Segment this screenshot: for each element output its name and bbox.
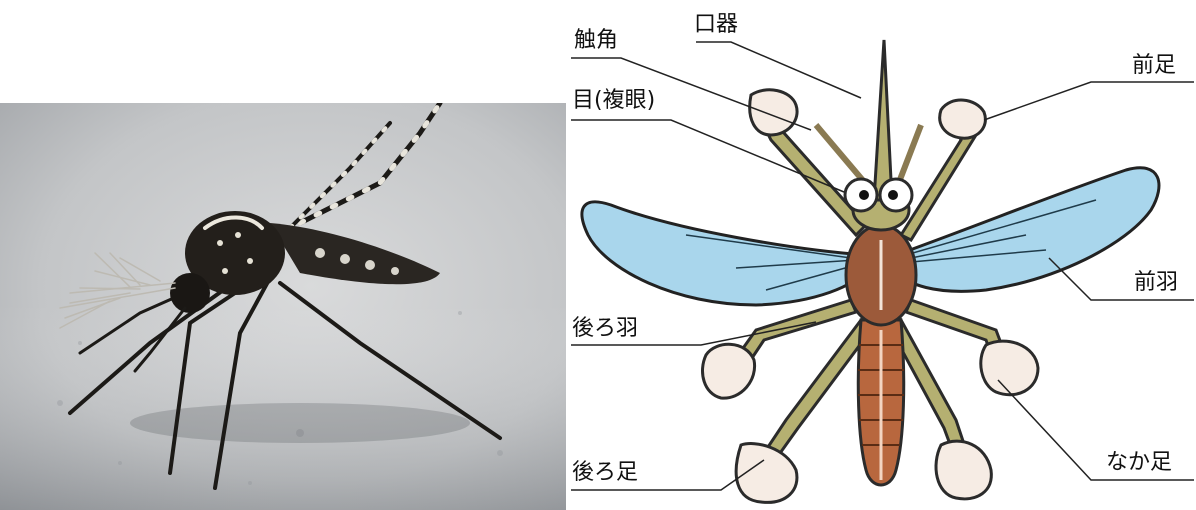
leader-front-leg xyxy=(984,82,1194,120)
left-front-glove xyxy=(750,90,797,135)
label-front-wing: 前羽 xyxy=(1134,272,1178,294)
right-hind-foot xyxy=(936,441,991,499)
label-antenna: 触角 xyxy=(574,30,618,52)
right-front-glove xyxy=(940,100,986,138)
right-middle-glove xyxy=(981,341,1038,395)
left-hind-leg xyxy=(766,320,871,456)
label-front-leg: 前足 xyxy=(1132,55,1176,77)
label-eye: 目(複眼) xyxy=(572,90,655,112)
label-middle-leg: なか足 xyxy=(1106,452,1172,474)
left-middle-glove xyxy=(702,344,754,398)
proboscis xyxy=(874,40,892,200)
mosquito-anatomy-diagram: 口器 触角 目(複眼) 前足 前羽 後ろ羽 なか足 後ろ足 xyxy=(566,0,1196,510)
label-hind-leg: 後ろ足 xyxy=(572,462,638,484)
mosquito-photo xyxy=(0,103,566,510)
diagram-illustration xyxy=(566,0,1196,510)
label-mouth: 口器 xyxy=(694,14,738,36)
label-hind-wing: 後ろ羽 xyxy=(572,318,638,340)
